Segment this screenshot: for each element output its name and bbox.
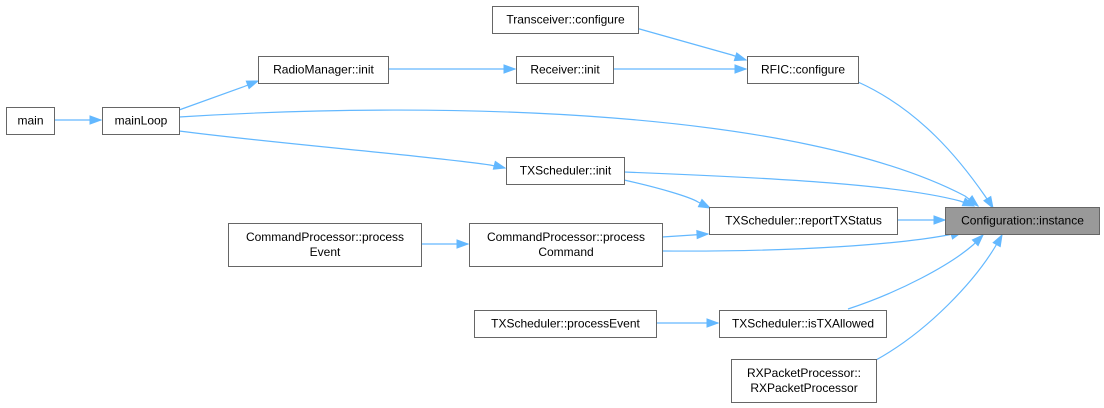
edge-line <box>623 171 975 207</box>
arrowhead <box>983 195 994 210</box>
node-label: CommandProcessor::process <box>487 230 645 244</box>
node-rxpacketprocessor-ctor[interactable]: RXPacketProcessor::RXPacketProcessor <box>731 359 877 403</box>
node-box <box>731 359 877 403</box>
node-box <box>516 56 614 84</box>
edge-line <box>178 109 979 207</box>
node-mainloop[interactable]: mainLoop <box>102 107 180 135</box>
edge-receiver-rfic <box>613 64 748 74</box>
node-box <box>6 107 55 135</box>
node-box <box>719 310 887 338</box>
node-label: Configuration::instance <box>961 214 1084 228</box>
edge-line <box>178 80 259 111</box>
arrowhead <box>734 64 748 74</box>
edge-txinit-config <box>623 171 976 207</box>
node-txscheduler-init[interactable]: TXScheduler::init <box>506 157 625 185</box>
edge-cmdevent-cmdcmd <box>421 239 470 249</box>
edge-line <box>178 130 506 169</box>
arrowhead <box>733 52 748 62</box>
edge-line <box>661 231 963 252</box>
edge-rfic-config <box>857 81 994 210</box>
node-label: TXScheduler::init <box>520 164 612 178</box>
edge-rxpacket-config <box>875 233 1003 361</box>
arrowhead <box>492 160 507 170</box>
node-box <box>709 207 898 235</box>
arrowhead <box>992 233 1003 248</box>
node-label: RXPacketProcessor:: <box>747 366 861 380</box>
edge-line <box>847 234 984 310</box>
node-rfic-configure[interactable]: RFIC::configure <box>747 56 859 84</box>
node-commandprocessor-processevent[interactable]: CommandProcessor::processEvent <box>228 223 422 267</box>
edge-transceiver-rfic <box>635 27 748 62</box>
node-txscheduler-reporttxstatus[interactable]: TXScheduler::reportTXStatus <box>709 207 898 235</box>
edge-txinit-reporttx <box>623 179 712 209</box>
node-box <box>102 107 180 135</box>
edge-reporttx-config <box>897 215 947 225</box>
edge-mainloop-txinit <box>178 130 507 170</box>
node-txscheduler-istxallowed[interactable]: TXScheduler::isTXAllowed <box>719 310 887 338</box>
node-label: main <box>17 114 43 128</box>
node-label: RadioManager::init <box>273 63 374 77</box>
node-configuration-instance[interactable]: Configuration::instance <box>945 207 1100 235</box>
arrowhead <box>503 64 517 74</box>
node-label: CommandProcessor::process <box>246 230 404 244</box>
node-box <box>474 310 657 338</box>
node-label: Event <box>310 245 341 259</box>
edge-line <box>635 27 747 61</box>
edge-line <box>875 234 1003 361</box>
node-receiver-init[interactable]: Receiver::init <box>516 56 614 84</box>
node-label: TXScheduler::reportTXStatus <box>725 214 882 228</box>
node-label: TXScheduler::isTXAllowed <box>732 317 874 331</box>
edge-cmdcmd-reporttx <box>661 229 710 240</box>
node-box <box>945 207 1100 235</box>
arrowhead <box>697 198 712 209</box>
arrowhead <box>971 233 985 247</box>
node-radiomanager-init[interactable]: RadioManager::init <box>258 56 389 84</box>
arrowhead <box>933 215 947 225</box>
node-box <box>228 223 422 267</box>
arrowhead <box>706 318 720 328</box>
edge-line <box>623 179 711 209</box>
node-box <box>258 56 389 84</box>
node-box <box>506 157 625 185</box>
node-main[interactable]: main <box>6 107 55 135</box>
edge-txprocess-istxallowed <box>656 318 720 328</box>
node-txscheduler-processevent[interactable]: TXScheduler::processEvent <box>474 310 657 338</box>
arrowhead <box>89 115 103 125</box>
edge-line <box>857 81 994 209</box>
edge-radiomanager-receiver <box>388 64 517 74</box>
edge-main-mainloop <box>54 115 103 125</box>
node-label: Receiver::init <box>530 63 600 77</box>
node-label: Command <box>538 245 593 259</box>
node-transceiver-configure[interactable]: Transceiver::configure <box>492 6 639 34</box>
node-label: RXPacketProcessor <box>750 381 857 395</box>
node-box <box>747 56 859 84</box>
edge-mainloop-radiomanager <box>178 80 260 111</box>
edge-istxallowed-config <box>847 233 985 310</box>
node-box <box>492 6 639 34</box>
node-label: TXScheduler::processEvent <box>491 317 640 331</box>
arrowhead <box>696 229 710 240</box>
node-label: Transceiver::configure <box>506 13 625 27</box>
node-box <box>469 223 663 267</box>
arrowhead <box>961 197 976 207</box>
arrowhead <box>456 239 470 249</box>
arrowhead <box>245 80 260 90</box>
node-label: RFIC::configure <box>761 63 845 77</box>
node-label: mainLoop <box>115 114 168 128</box>
